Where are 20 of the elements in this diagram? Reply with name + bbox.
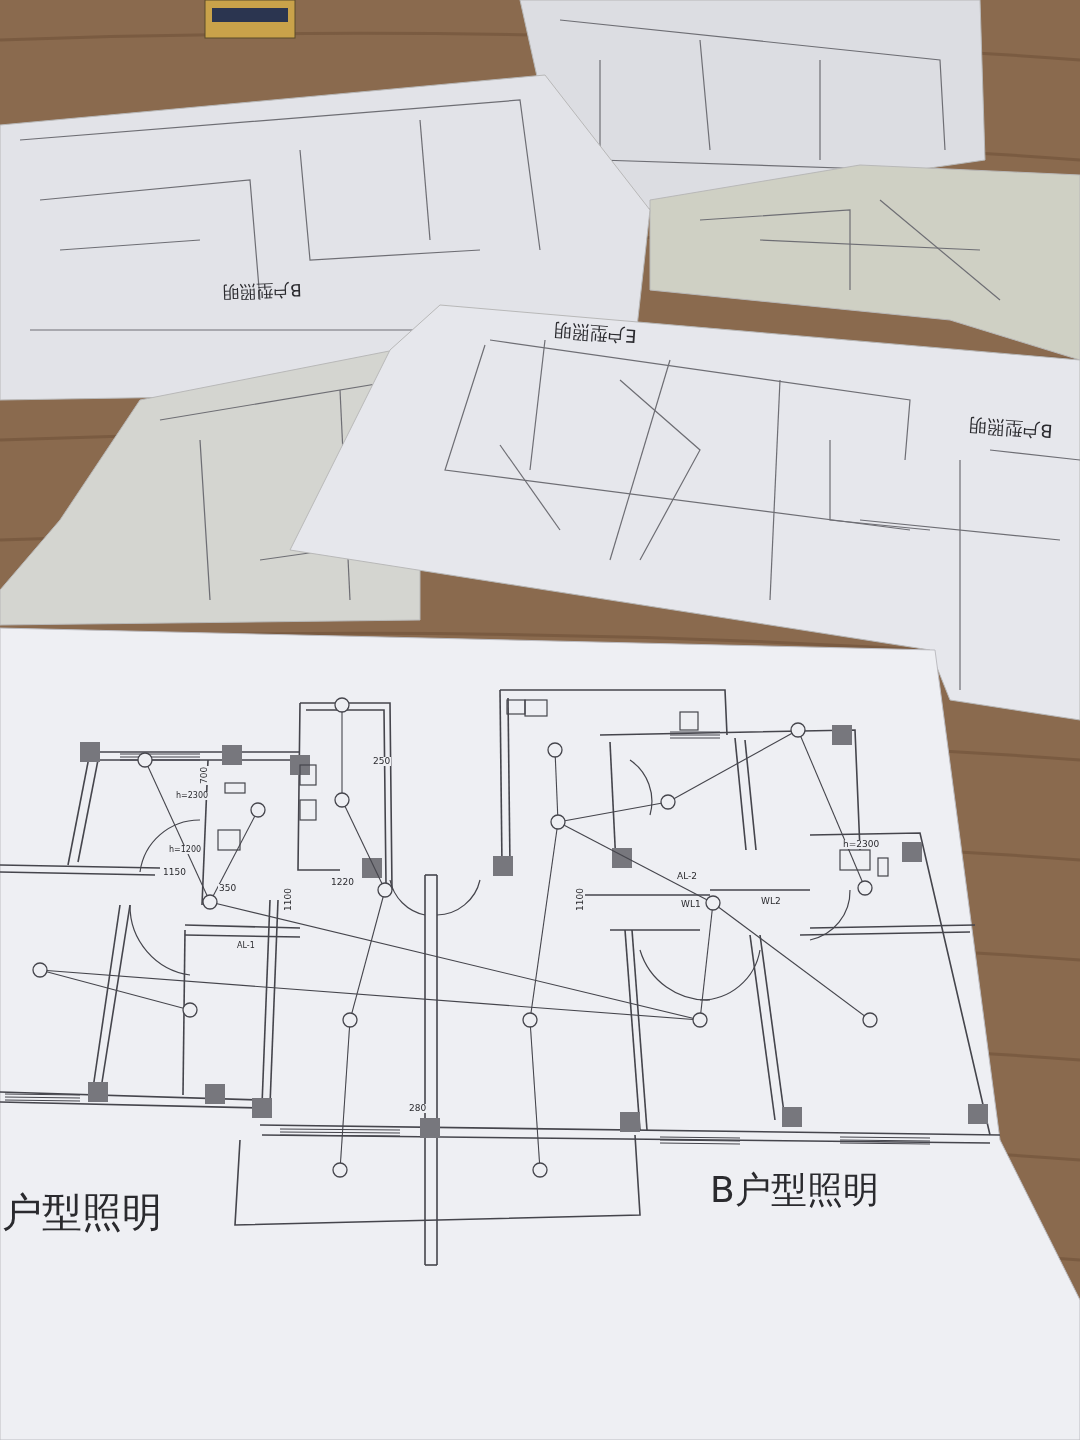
dimension-label: 1100 bbox=[576, 887, 585, 912]
dimension-label: 700 bbox=[200, 765, 209, 785]
sheet-title: E户型照明 bbox=[552, 321, 638, 345]
dimension-label: WL1 bbox=[680, 900, 702, 909]
dimension-label: AL-1 bbox=[236, 942, 256, 950]
sheet-title: B户型照明 bbox=[710, 1172, 879, 1208]
dimension-label: AL-2 bbox=[676, 872, 698, 881]
dimension-label: WL2 bbox=[760, 897, 782, 906]
dimension-label: 250 bbox=[372, 757, 392, 766]
dimension-label: 1100 bbox=[284, 887, 293, 912]
sheet-title: B户型照明 bbox=[967, 416, 1054, 440]
dimension-label: 280 bbox=[408, 1104, 428, 1113]
dimension-label: 1150 bbox=[162, 868, 187, 877]
dimension-label: h=2300 bbox=[842, 840, 881, 849]
sheet-title: 户型照明 bbox=[2, 1192, 162, 1232]
dimension-label: h=1200 bbox=[168, 846, 203, 854]
sheet-title: B户型照明 bbox=[221, 281, 302, 301]
dimension-label: 1220 bbox=[330, 878, 355, 887]
dimension-label: 350 bbox=[218, 884, 238, 893]
dimension-label: h=2300 bbox=[175, 792, 210, 800]
